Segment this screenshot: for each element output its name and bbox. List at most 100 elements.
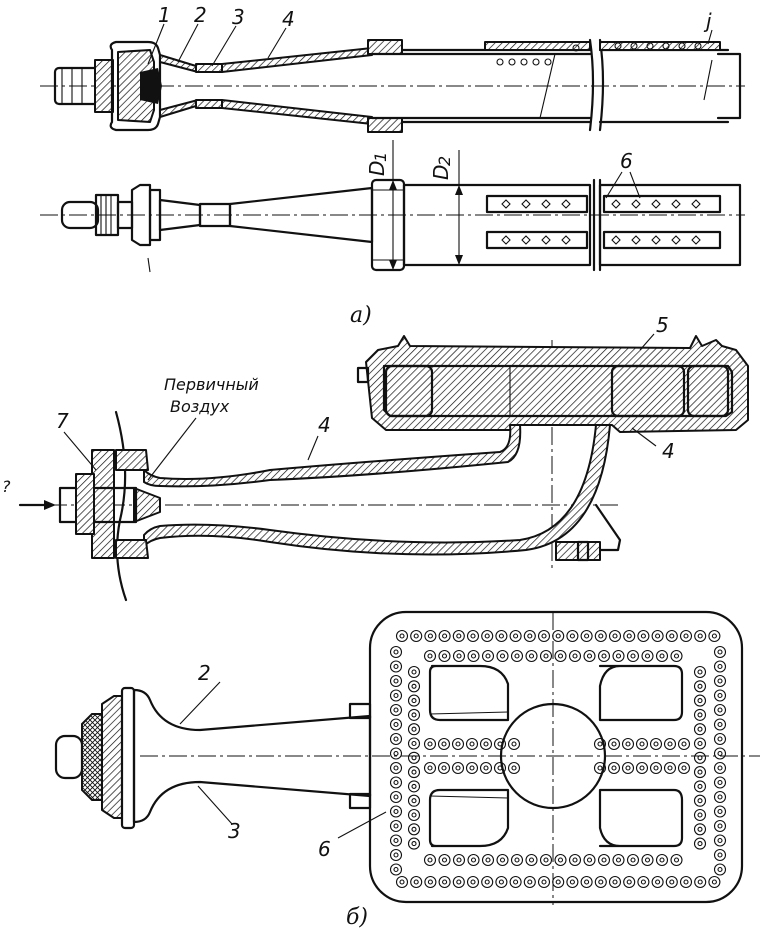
port-ring-hole (527, 879, 533, 885)
port-ring-hole (683, 633, 689, 639)
port-ring (507, 761, 521, 775)
port-ring (713, 718, 727, 731)
port-ring (612, 853, 625, 867)
port-ring (708, 875, 721, 889)
port-ring-hole (528, 653, 535, 659)
port-ring (713, 674, 727, 688)
port-ring (713, 645, 727, 659)
port-ring (467, 853, 480, 867)
port-ring-hole (717, 765, 723, 771)
port-ring-hole (717, 707, 723, 713)
port-ring-hole (469, 765, 475, 771)
port-ring-hole (469, 741, 475, 747)
port-ring-hole (528, 857, 535, 863)
label-d2: D (429, 165, 453, 180)
port-ring (481, 629, 494, 643)
port-ring (466, 875, 480, 889)
port-ring (713, 819, 727, 833)
port-ring (713, 776, 727, 789)
port-ring-hole (483, 765, 489, 771)
label-part-3: 3 (232, 5, 245, 29)
port-ring-hole (697, 698, 703, 704)
port-ring-hole (456, 633, 462, 639)
port-ring (583, 853, 596, 867)
port-ring (693, 780, 707, 793)
port-ring-hole (625, 741, 631, 747)
port-ring (438, 853, 451, 867)
port-ring-hole (717, 779, 723, 786)
port-ring-hole (442, 879, 448, 885)
port-ring-hole (697, 783, 703, 789)
figure-a-section-view: 1 2 3 4 j (40, 3, 745, 133)
port-ring-hole (655, 879, 661, 885)
port-ring-hole (514, 653, 520, 659)
port-ring-hole (615, 653, 622, 659)
label-part-4-section: 4 (318, 413, 331, 437)
port-ring-hole (584, 633, 590, 639)
port-ring (423, 649, 437, 663)
port-ring (693, 680, 707, 693)
port-ring (389, 776, 403, 789)
port-ring-hole (427, 765, 433, 771)
port-ring (407, 823, 421, 836)
port-ring-hole (717, 736, 723, 742)
port-ring (523, 875, 536, 889)
port-ring-hole (555, 633, 561, 639)
port-ring (566, 629, 579, 643)
port-ring (424, 629, 437, 643)
port-ring (713, 790, 727, 804)
port-ring (438, 649, 451, 663)
port-ring (437, 737, 451, 751)
port-ring-hole (625, 765, 631, 771)
port-ring-hole (630, 653, 636, 659)
port-ring-hole (411, 726, 417, 732)
port-ring-hole (601, 857, 607, 863)
port-ring (407, 737, 421, 750)
port-ring (713, 863, 727, 876)
port-ring-hole (717, 678, 723, 684)
port-ring (635, 737, 649, 751)
port-ring (481, 649, 495, 663)
port-ring-hole (441, 741, 447, 747)
port-ring (663, 737, 677, 751)
port-ring (612, 649, 625, 663)
port-ring (452, 853, 466, 867)
port-ring-hole (427, 633, 433, 639)
port-ring-hole (441, 857, 448, 863)
port-ring (693, 766, 707, 779)
port-ring-hole (514, 857, 520, 863)
port-ring-hole (427, 741, 433, 747)
port-ring-hole (586, 653, 593, 659)
port-ring (670, 853, 683, 867)
port-ring (389, 819, 403, 833)
port-ring (621, 737, 635, 751)
port-ring-hole (541, 633, 547, 639)
port-ring-hole (697, 712, 703, 718)
port-ring-hole (717, 721, 723, 728)
port-ring (670, 649, 683, 663)
port-ring (607, 737, 621, 751)
label-d1: D (365, 161, 389, 176)
port-ring-hole (640, 633, 646, 639)
port-ring (641, 649, 654, 663)
port-ring (452, 649, 466, 663)
port-ring (679, 875, 693, 889)
port-ring-hole (393, 823, 399, 829)
port-ring-hole (411, 683, 417, 689)
port-ring (635, 761, 649, 775)
port-ring-hole (411, 798, 417, 804)
port-ring (389, 660, 403, 673)
port-ring (479, 737, 493, 751)
port-ring (507, 737, 521, 751)
port-ring-hole (697, 726, 703, 732)
port-ring (693, 737, 707, 750)
port-ring-hole (393, 692, 399, 699)
port-ring-hole (598, 879, 604, 885)
port-ring-hole (411, 740, 417, 747)
port-ring (594, 629, 607, 643)
port-ring (389, 848, 403, 862)
port-ring-hole (697, 740, 703, 747)
port-ring-hole (411, 769, 417, 775)
port-ring-hole (411, 826, 417, 832)
label-primary-air-line1: Первичный (164, 375, 259, 394)
